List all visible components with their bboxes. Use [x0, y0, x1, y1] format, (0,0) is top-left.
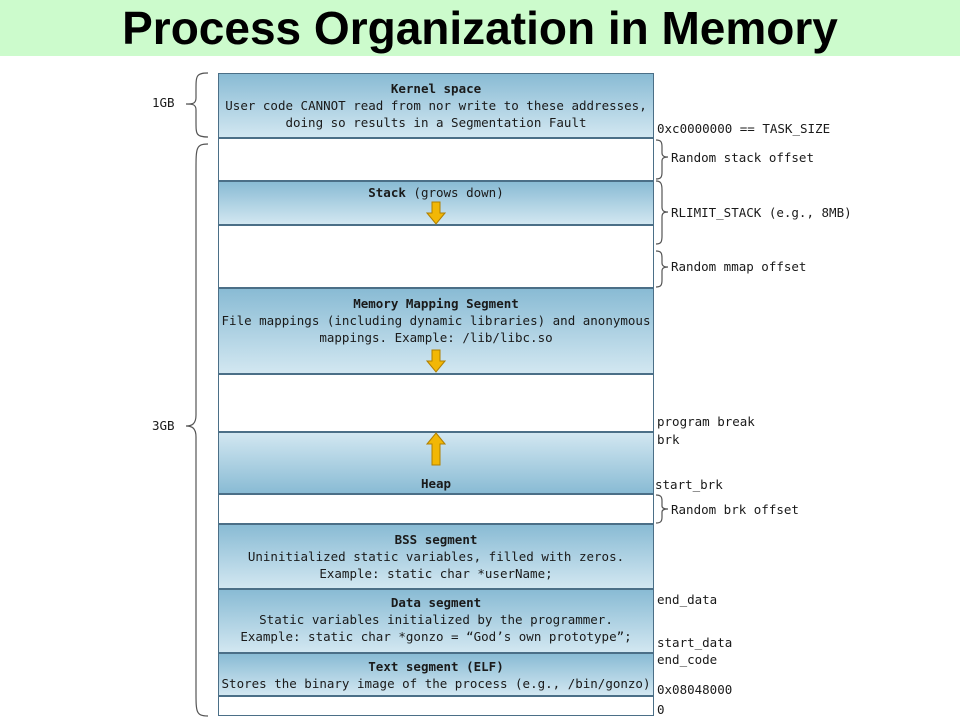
kernel-space-title: Kernel space — [390, 81, 482, 96]
user-size-brace — [185, 143, 209, 717]
random-mmap-offset-label: Random mmap offset — [671, 259, 807, 274]
kernel-space-line1: User code CANNOT read from nor write to … — [225, 98, 647, 113]
user-size-label: 3GB — [152, 418, 175, 433]
random-brk-brace — [655, 494, 669, 524]
data-line2: Example: static char *gonzo = “God’s own… — [240, 629, 632, 644]
bss-line1: Uninitialized static variables, filled w… — [247, 549, 625, 564]
mmap-line2: mappings. Example: /lib/libc.so — [319, 330, 553, 345]
kernel-space-segment: Kernel space User code CANNOT read from … — [218, 73, 654, 138]
stack-down-arrow-icon — [426, 201, 446, 225]
bss-segment: BSS segment Uninitialized static variabl… — [218, 524, 654, 589]
data-line1: Static variables initialized by the prog… — [259, 612, 613, 627]
end-code-label: end_code — [657, 652, 718, 667]
stack-note: (grows down) — [405, 185, 504, 200]
rlimit-stack-brace — [655, 180, 669, 245]
random-mmap-brace — [655, 250, 669, 288]
brk-label: brk — [657, 432, 680, 447]
random-stack-offset-label: Random stack offset — [671, 150, 814, 165]
program-break-label: program break — [657, 414, 755, 429]
stack-gap — [218, 225, 654, 288]
bss-line2: Example: static char *userName; — [319, 566, 553, 581]
zero-address-label: 0 — [657, 702, 665, 717]
data-segment: Data segment Static variables initialize… — [218, 589, 654, 653]
random-brk-gap — [218, 494, 654, 524]
text-segment: Text segment (ELF) Stores the binary ima… — [218, 653, 654, 696]
kernel-size-label: 1GB — [152, 95, 175, 110]
page-title: Process Organization in Memory — [122, 2, 838, 54]
kernel-size-brace — [185, 72, 209, 138]
title-bar — [0, 0, 960, 56]
mmap-line1: File mappings (including dynamic librari… — [221, 313, 651, 328]
stack-title: Stack — [368, 185, 406, 200]
end-data-label: end_data — [657, 592, 718, 607]
heap-title: Heap — [420, 476, 452, 491]
mmap-down-arrow-icon — [426, 349, 446, 373]
text-title: Text segment (ELF) — [368, 659, 504, 674]
mmap-title: Memory Mapping Segment — [353, 296, 519, 311]
random-brk-offset-label: Random brk offset — [671, 502, 799, 517]
free-gap — [218, 374, 654, 432]
random-stack-gap — [218, 138, 654, 181]
rlimit-stack-label: RLIMIT_STACK (e.g., 8MB) — [671, 205, 852, 220]
bss-title: BSS segment — [394, 532, 478, 547]
text-start-address-label: 0x08048000 — [657, 682, 733, 697]
start-data-label: start_data — [657, 635, 733, 650]
heap-up-arrow-icon — [426, 432, 446, 466]
bottom-gap — [218, 696, 654, 716]
task-size-label: 0xc0000000 == TASK_SIZE — [657, 121, 831, 136]
text-line1: Stores the binary image of the process (… — [221, 676, 651, 691]
data-title: Data segment — [390, 595, 482, 610]
random-stack-brace — [655, 139, 669, 180]
start-brk-label: start_brk — [655, 477, 723, 492]
kernel-space-line2: doing so results in a Segmentation Fault — [285, 115, 587, 130]
